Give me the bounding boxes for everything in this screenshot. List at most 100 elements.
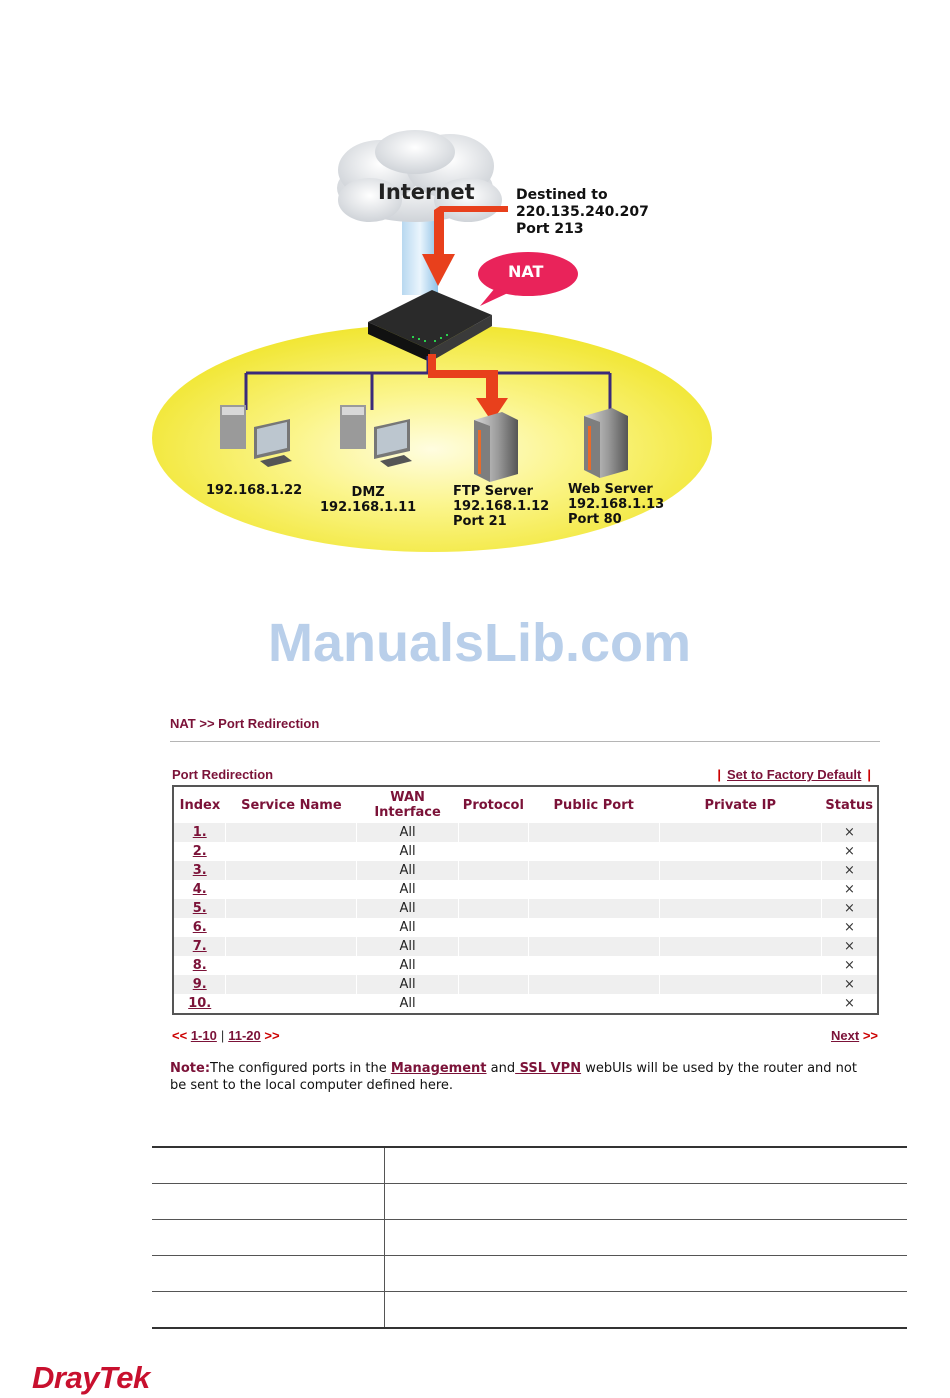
status-cell: × [821, 918, 879, 937]
index-link[interactable]: 2. [192, 844, 207, 859]
set-factory-default-link[interactable]: Set to Factory Default [727, 767, 862, 782]
description-cell [385, 1148, 907, 1183]
description-table [152, 1146, 907, 1329]
public-port-cell [528, 918, 660, 937]
public-port-cell [528, 842, 660, 861]
wan-interface-cell: All [356, 861, 459, 880]
status-cell: × [821, 975, 879, 994]
lan-oval [152, 324, 712, 552]
divider: | [867, 767, 871, 782]
note-part: webUIs will be used by the router and no… [170, 1061, 857, 1093]
index-link[interactable]: 4. [192, 882, 207, 897]
col-service-name: Service Name [241, 797, 342, 813]
server-icon [474, 412, 518, 482]
description-cell [385, 1292, 907, 1327]
protocol-cell [458, 937, 529, 956]
index-cell: 6. [173, 918, 227, 937]
wan-interface-cell: All [356, 899, 459, 918]
pc-icon [340, 405, 412, 467]
wan-interface-cell: All [356, 937, 459, 956]
forward-arrow-icon [428, 354, 508, 422]
status-cell: × [821, 994, 879, 1014]
index-link[interactable]: 3. [192, 863, 207, 878]
public-port-cell [528, 994, 660, 1014]
service-name-cell [225, 823, 358, 842]
note-text: Note:The configured ports in the Managem… [170, 1060, 870, 1094]
service-name-cell [225, 937, 358, 956]
diagram-graphic [152, 130, 712, 552]
item-cell [152, 1184, 385, 1219]
col-protocol: Protocol [462, 797, 524, 813]
index-cell: 10. [173, 994, 227, 1014]
next-suffix: >> [862, 1028, 878, 1043]
col-public-port: Public Port [553, 797, 634, 813]
index-link[interactable]: 1. [192, 825, 207, 840]
index-link[interactable]: 10. [188, 996, 212, 1011]
public-port-cell [528, 880, 660, 899]
breadcrumb: NAT >> Port Redirection [170, 716, 320, 731]
node-label-web: Web Server 192.168.1.13 Port 80 [568, 482, 664, 527]
index-link[interactable]: 9. [192, 977, 207, 992]
index-link[interactable]: 7. [192, 939, 207, 954]
private-ip-cell [659, 880, 822, 899]
wan-interface-cell: All [356, 956, 459, 975]
wan-interface-cell: All [356, 823, 459, 842]
index-cell: 5. [173, 899, 227, 918]
internet-cloud-icon [337, 130, 502, 222]
table-row: 3. All × [173, 861, 879, 880]
index-link[interactable]: 6. [192, 920, 207, 935]
table-row: 10. All × [173, 994, 879, 1014]
page-11-20-link[interactable]: 11-20 [228, 1028, 261, 1043]
index-cell: 7. [173, 937, 227, 956]
breadcrumb-divider [170, 741, 880, 742]
table-row [152, 1219, 907, 1255]
service-name-cell [225, 861, 358, 880]
public-port-cell [528, 937, 660, 956]
management-link[interactable]: Management [390, 1061, 487, 1076]
status-cell: × [821, 956, 879, 975]
status-cell: × [821, 937, 879, 956]
destination-port: Port 213 [516, 221, 584, 237]
public-port-cell [528, 861, 660, 880]
node-ip: 192.168.1.22 [206, 483, 303, 498]
table-row: 9.All× [173, 975, 879, 994]
service-name-cell [225, 899, 358, 918]
page-1-10-link[interactable]: 1-10 [190, 1028, 217, 1043]
status-cell: × [821, 842, 879, 861]
node-label-ftp: FTP Server 192.168.1.12 Port 21 [453, 484, 549, 529]
node-ip: 192.168.1.11 [320, 500, 417, 515]
table-row [152, 1255, 907, 1291]
node-ip: 192.168.1.13 [568, 497, 665, 512]
table-row [152, 1183, 907, 1219]
incoming-arrow-icon [422, 206, 508, 286]
divider: | [717, 767, 721, 782]
index-cell: 4. [173, 880, 227, 899]
protocol-cell [458, 823, 529, 842]
private-ip-cell [659, 899, 822, 918]
table-body: 1. All × 2. All × 3. All × 4. All × 5. All × 6. All × 7. Al… [173, 823, 879, 1014]
service-name-cell [225, 994, 358, 1014]
ssl-vpn-link[interactable]: SSL VPN [515, 1061, 582, 1076]
index-link[interactable]: 5. [192, 901, 207, 916]
note-part: The configured ports in the [210, 1061, 391, 1076]
col-status: Status [825, 797, 873, 813]
pager-left: << 1-10|11-20 >> [172, 1028, 280, 1043]
item-cell [152, 1292, 385, 1327]
node-port: Port 21 [453, 514, 507, 529]
public-port-cell [528, 956, 660, 975]
nat-bubble-icon [478, 252, 578, 306]
index-link[interactable]: 8. [192, 958, 207, 973]
table-header-row: Index Service Name WAN Interface Protoco… [173, 786, 878, 823]
protocol-cell [458, 842, 529, 861]
private-ip-cell [659, 975, 822, 994]
pc-icon [220, 405, 292, 467]
factory-default-group: | Set to Factory Default | [711, 767, 877, 782]
service-name-cell [225, 918, 358, 937]
nat-label: NAT [508, 262, 544, 281]
next-page-link[interactable]: Next [831, 1028, 860, 1043]
status-cell: × [821, 861, 879, 880]
node-label-dmz: DMZ 192.168.1.11 [320, 485, 416, 515]
wan-interface-cell: All [356, 994, 459, 1014]
wan-interface-cell: All [356, 880, 459, 899]
private-ip-cell [659, 918, 822, 937]
